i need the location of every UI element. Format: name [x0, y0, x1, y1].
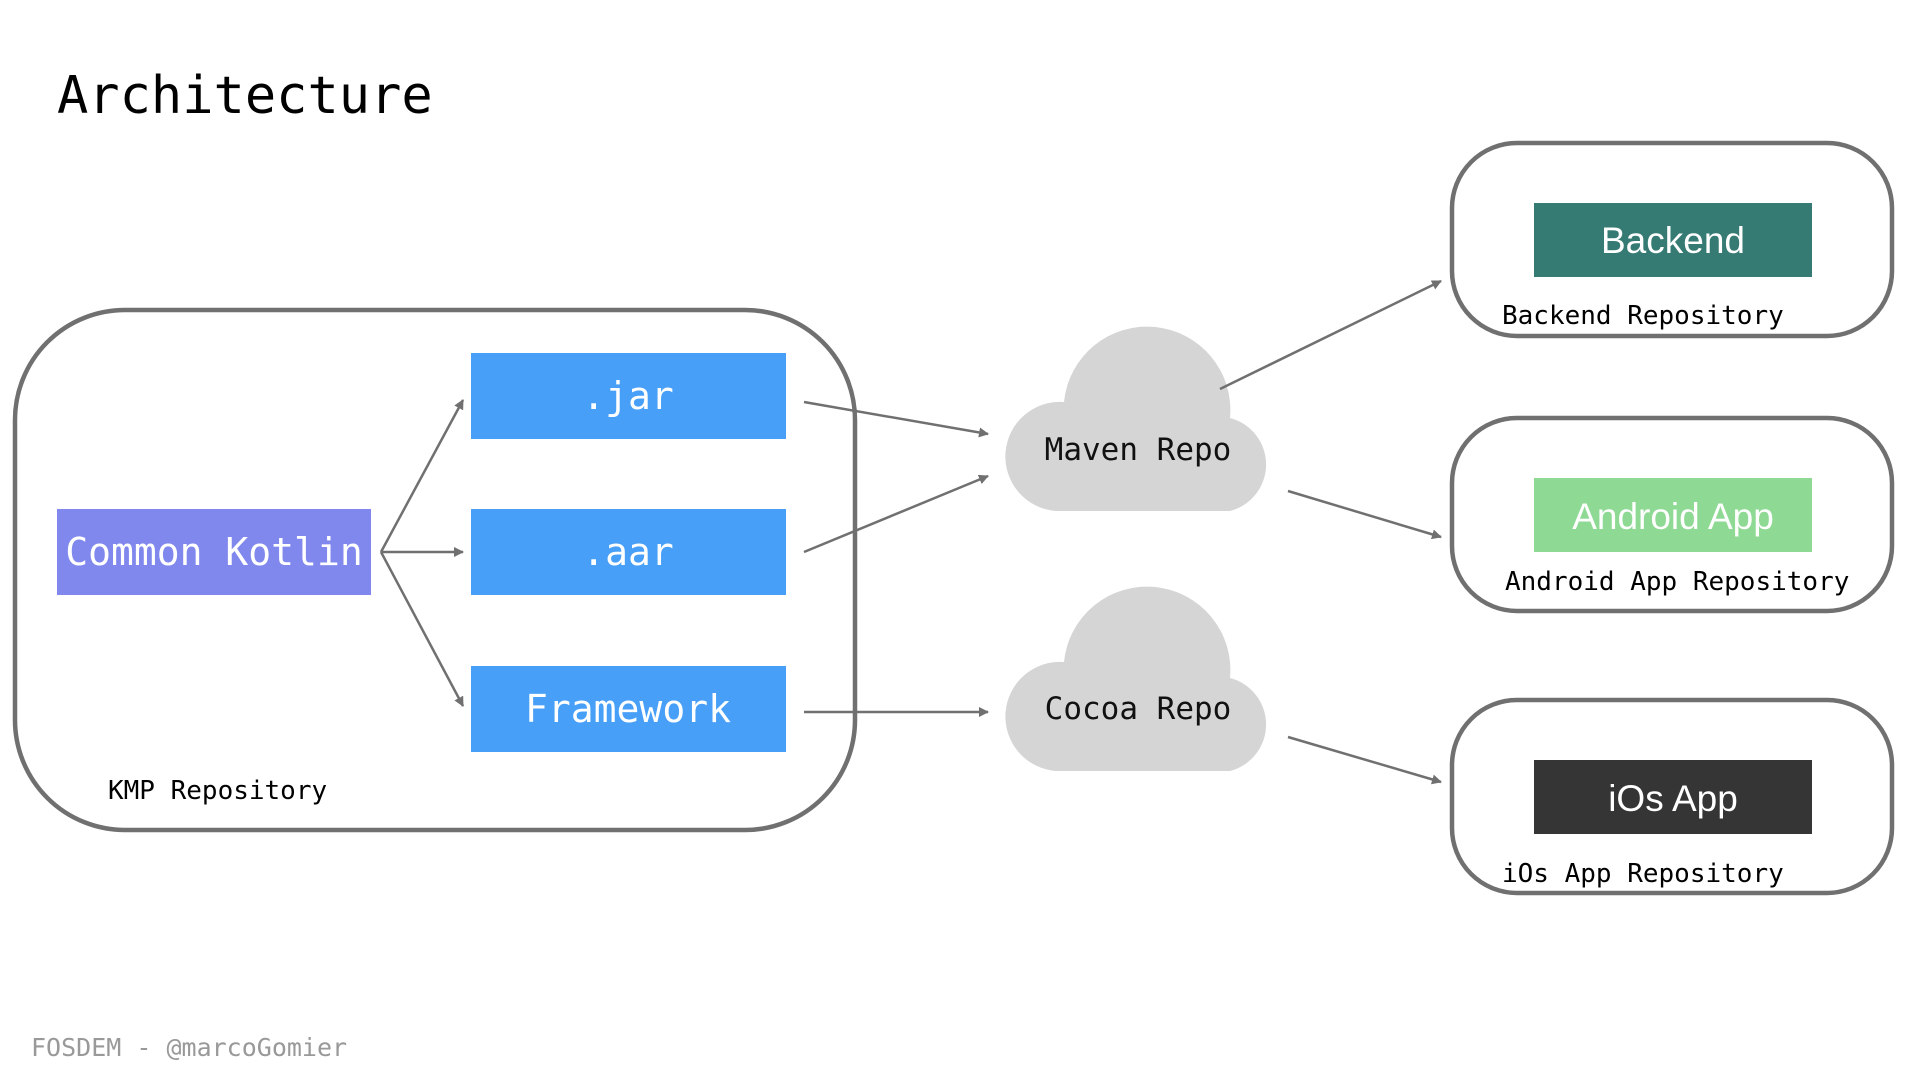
framework-label: Framework — [525, 687, 731, 731]
framework-node: Framework — [471, 666, 786, 752]
backend-repository-container: Backend Backend Repository — [1449, 140, 1895, 339]
common-kotlin-node: Common Kotlin — [57, 509, 371, 595]
page-title: Architecture — [57, 66, 433, 126]
android-node — [1534, 478, 1812, 552]
arrow-common-to-jar — [379, 399, 465, 553]
ios-label: iOs App — [1608, 778, 1738, 819]
arrow-common-to-framework — [379, 551, 465, 707]
android-repository-container: Android App Android App Repository — [1449, 415, 1895, 614]
backend-label: Backend — [1601, 220, 1745, 261]
footer-credit: FOSDEM - @marcoGomier — [31, 1033, 347, 1062]
ios-repository-label: iOs App Repository — [1502, 859, 1784, 889]
cocoa-repo-cloud: Cocoa Repo — [1005, 586, 1267, 771]
kmp-repository-label: KMP Repository — [108, 776, 327, 806]
arrow-maven-to-android — [1287, 489, 1442, 540]
jar-label: .jar — [582, 374, 674, 418]
android-label: Android App — [1572, 496, 1774, 537]
aar-label: .aar — [582, 530, 674, 574]
backend-repository-label: Backend Repository — [1502, 301, 1784, 331]
jar-node: .jar — [471, 353, 786, 439]
common-kotlin-label: Common Kotlin — [65, 530, 362, 574]
aar-node: .aar — [471, 509, 786, 595]
arrows — [379, 279, 1442, 785]
backend-node — [1534, 203, 1812, 277]
cocoa-repo-label: Cocoa Repo — [1045, 691, 1232, 727]
maven-repo-label: Maven Repo — [1045, 432, 1232, 468]
ios-repository-container: iOs App iOs App Repository — [1449, 697, 1895, 896]
maven-repo-cloud: Maven Repo — [1005, 326, 1267, 511]
ios-node — [1534, 760, 1812, 834]
arrow-maven-to-backend — [1219, 279, 1442, 391]
arrow-jar-to-maven — [803, 400, 989, 438]
arrow-cocoa-to-ios — [1287, 735, 1442, 785]
android-repository-label: Android App Repository — [1505, 567, 1849, 597]
arrow-aar-to-maven — [803, 474, 989, 554]
